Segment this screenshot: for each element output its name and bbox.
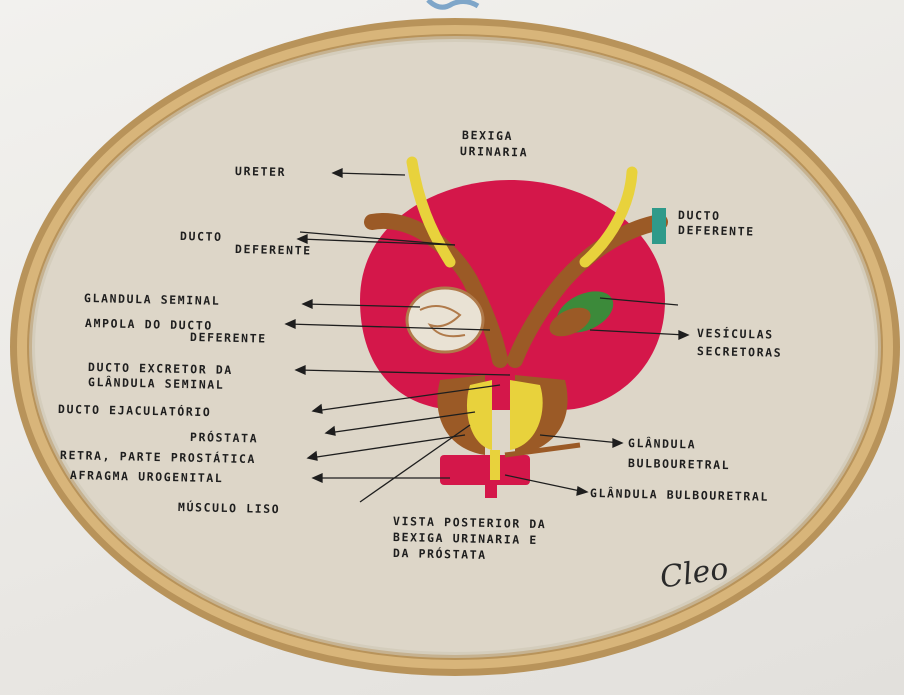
label-glandula-seminal: GLANDULA SEMINAL [84, 291, 221, 308]
label-ducto-deferente-right-1: DUCTO [678, 208, 721, 223]
label-ureter: URETER [235, 164, 286, 179]
label-ducto-deferente-left-1: DUCTO [180, 229, 223, 244]
seminal-vesicle-left [407, 288, 483, 352]
label-vista-2: BEXIGA URINARIA E [393, 530, 538, 547]
label-ducto-deferente-left-2: DEFERENTE [235, 242, 312, 258]
title-line2: URINARIA [460, 144, 528, 159]
label-ampola-2: DEFERENTE [190, 330, 267, 346]
label-musculo-liso: MÚSCULO LISO [178, 500, 281, 516]
label-ducto-deferente-right-2: DEFERENTE [678, 223, 755, 239]
hanging-string [428, 0, 478, 7]
title-line1: BEXIGA [462, 128, 513, 143]
label-prostata: PRÓSTATA [190, 430, 258, 445]
label-glandula-bulbo-2: BULBOURETRAL [628, 456, 731, 472]
label-vesiculas-2: SECRETORAS [697, 344, 783, 360]
ductus-deferens-right-end [652, 208, 666, 244]
label-vista-3: DA PRÓSTATA [393, 546, 487, 562]
label-glandula-bulbo-1: GLÂNDULA [628, 436, 696, 451]
label-ducto-excretor-2: GLÂNDULA SEMINAL [88, 375, 225, 392]
label-vesiculas-1: VESÍCULAS [697, 326, 774, 342]
